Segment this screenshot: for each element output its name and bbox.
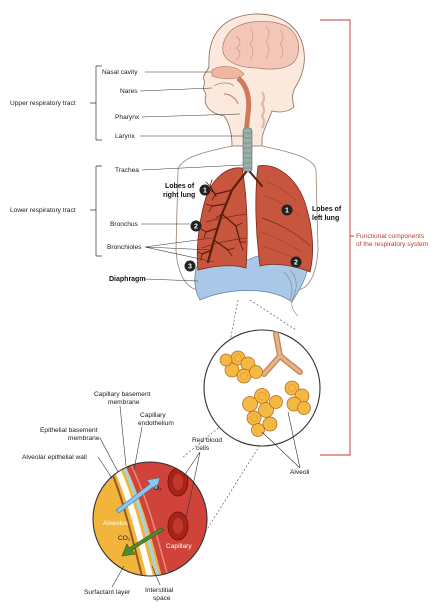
label-lobes-left-2: left lung xyxy=(312,215,339,222)
lobe-marker-left-1: 1 xyxy=(282,205,293,216)
label-red-blood-1: Red blood xyxy=(192,437,222,444)
label-capillary-basement-1: Capillary basement xyxy=(94,391,151,398)
functional-components-bracket xyxy=(320,20,354,455)
svg-text:1: 1 xyxy=(285,208,289,215)
lobe-marker-left-2: 2 xyxy=(291,257,302,268)
label-lower-tract: Lower respiratory tract xyxy=(10,207,76,214)
label-lobes-right-1: Lobes of xyxy=(165,183,195,190)
trachea xyxy=(243,128,252,172)
lobe-marker-right-3: 3 xyxy=(185,261,196,272)
label-trachea: Trachea xyxy=(115,167,139,174)
lobe-marker-right-2: 2 xyxy=(191,221,202,232)
label-epithelial-basement-2: membrane xyxy=(68,435,100,442)
label-capillary-basement-2: membrane xyxy=(108,399,140,406)
label-surfactant: Surfactant layer xyxy=(84,589,131,596)
brain-icon xyxy=(223,21,299,69)
right-lung xyxy=(197,168,247,270)
label-capillary: Capillary xyxy=(166,543,192,550)
upper-tract-bracket xyxy=(90,66,102,140)
label-nares: Nares xyxy=(120,88,138,95)
label-o2: O₂ xyxy=(154,485,162,492)
label-alveoli: Alveoli xyxy=(290,469,310,476)
label-lobes-left-1: Lobes of xyxy=(312,206,342,213)
label-alveolus: Alveolus xyxy=(103,520,129,527)
label-red-blood-2: cells xyxy=(196,445,210,452)
label-upper-tract: Upper respiratory tract xyxy=(10,100,76,107)
label-alveolar-wall: Alveolar epithelial wall xyxy=(22,454,87,461)
label-capillary-endothelium-1: Capillary xyxy=(140,412,166,419)
label-co2: CO₂ xyxy=(118,535,131,542)
label-interstitial-2: space xyxy=(153,595,171,602)
lobe-marker-right-1: 1 xyxy=(200,185,211,196)
label-capillary-endothelium-2: endothelium xyxy=(138,420,174,427)
label-bronchioles: Bronchioles xyxy=(107,244,142,251)
label-bronchus: Bronchus xyxy=(110,221,139,228)
lower-tract-bracket xyxy=(90,166,102,256)
label-pharynx: Pharynx xyxy=(115,114,140,121)
label-nasal-cavity: Nasal cavity xyxy=(102,69,138,76)
svg-text:2: 2 xyxy=(294,260,298,267)
label-larynx: Larynx xyxy=(115,133,135,140)
svg-text:2: 2 xyxy=(194,224,198,231)
svg-text:1: 1 xyxy=(203,188,207,195)
label-diaphragm: Diaphragm xyxy=(109,276,146,283)
label-functional-2: of the respiratory system xyxy=(356,241,429,248)
label-functional-1: Functional components xyxy=(356,233,425,240)
label-interstitial-1: Interstitial xyxy=(145,587,174,594)
label-epithelial-basement-1: Epithelial basement xyxy=(40,427,98,434)
svg-text:3: 3 xyxy=(188,264,192,271)
label-lobes-right-2: right lung xyxy=(163,192,195,199)
alveoli-magnified xyxy=(204,330,320,446)
